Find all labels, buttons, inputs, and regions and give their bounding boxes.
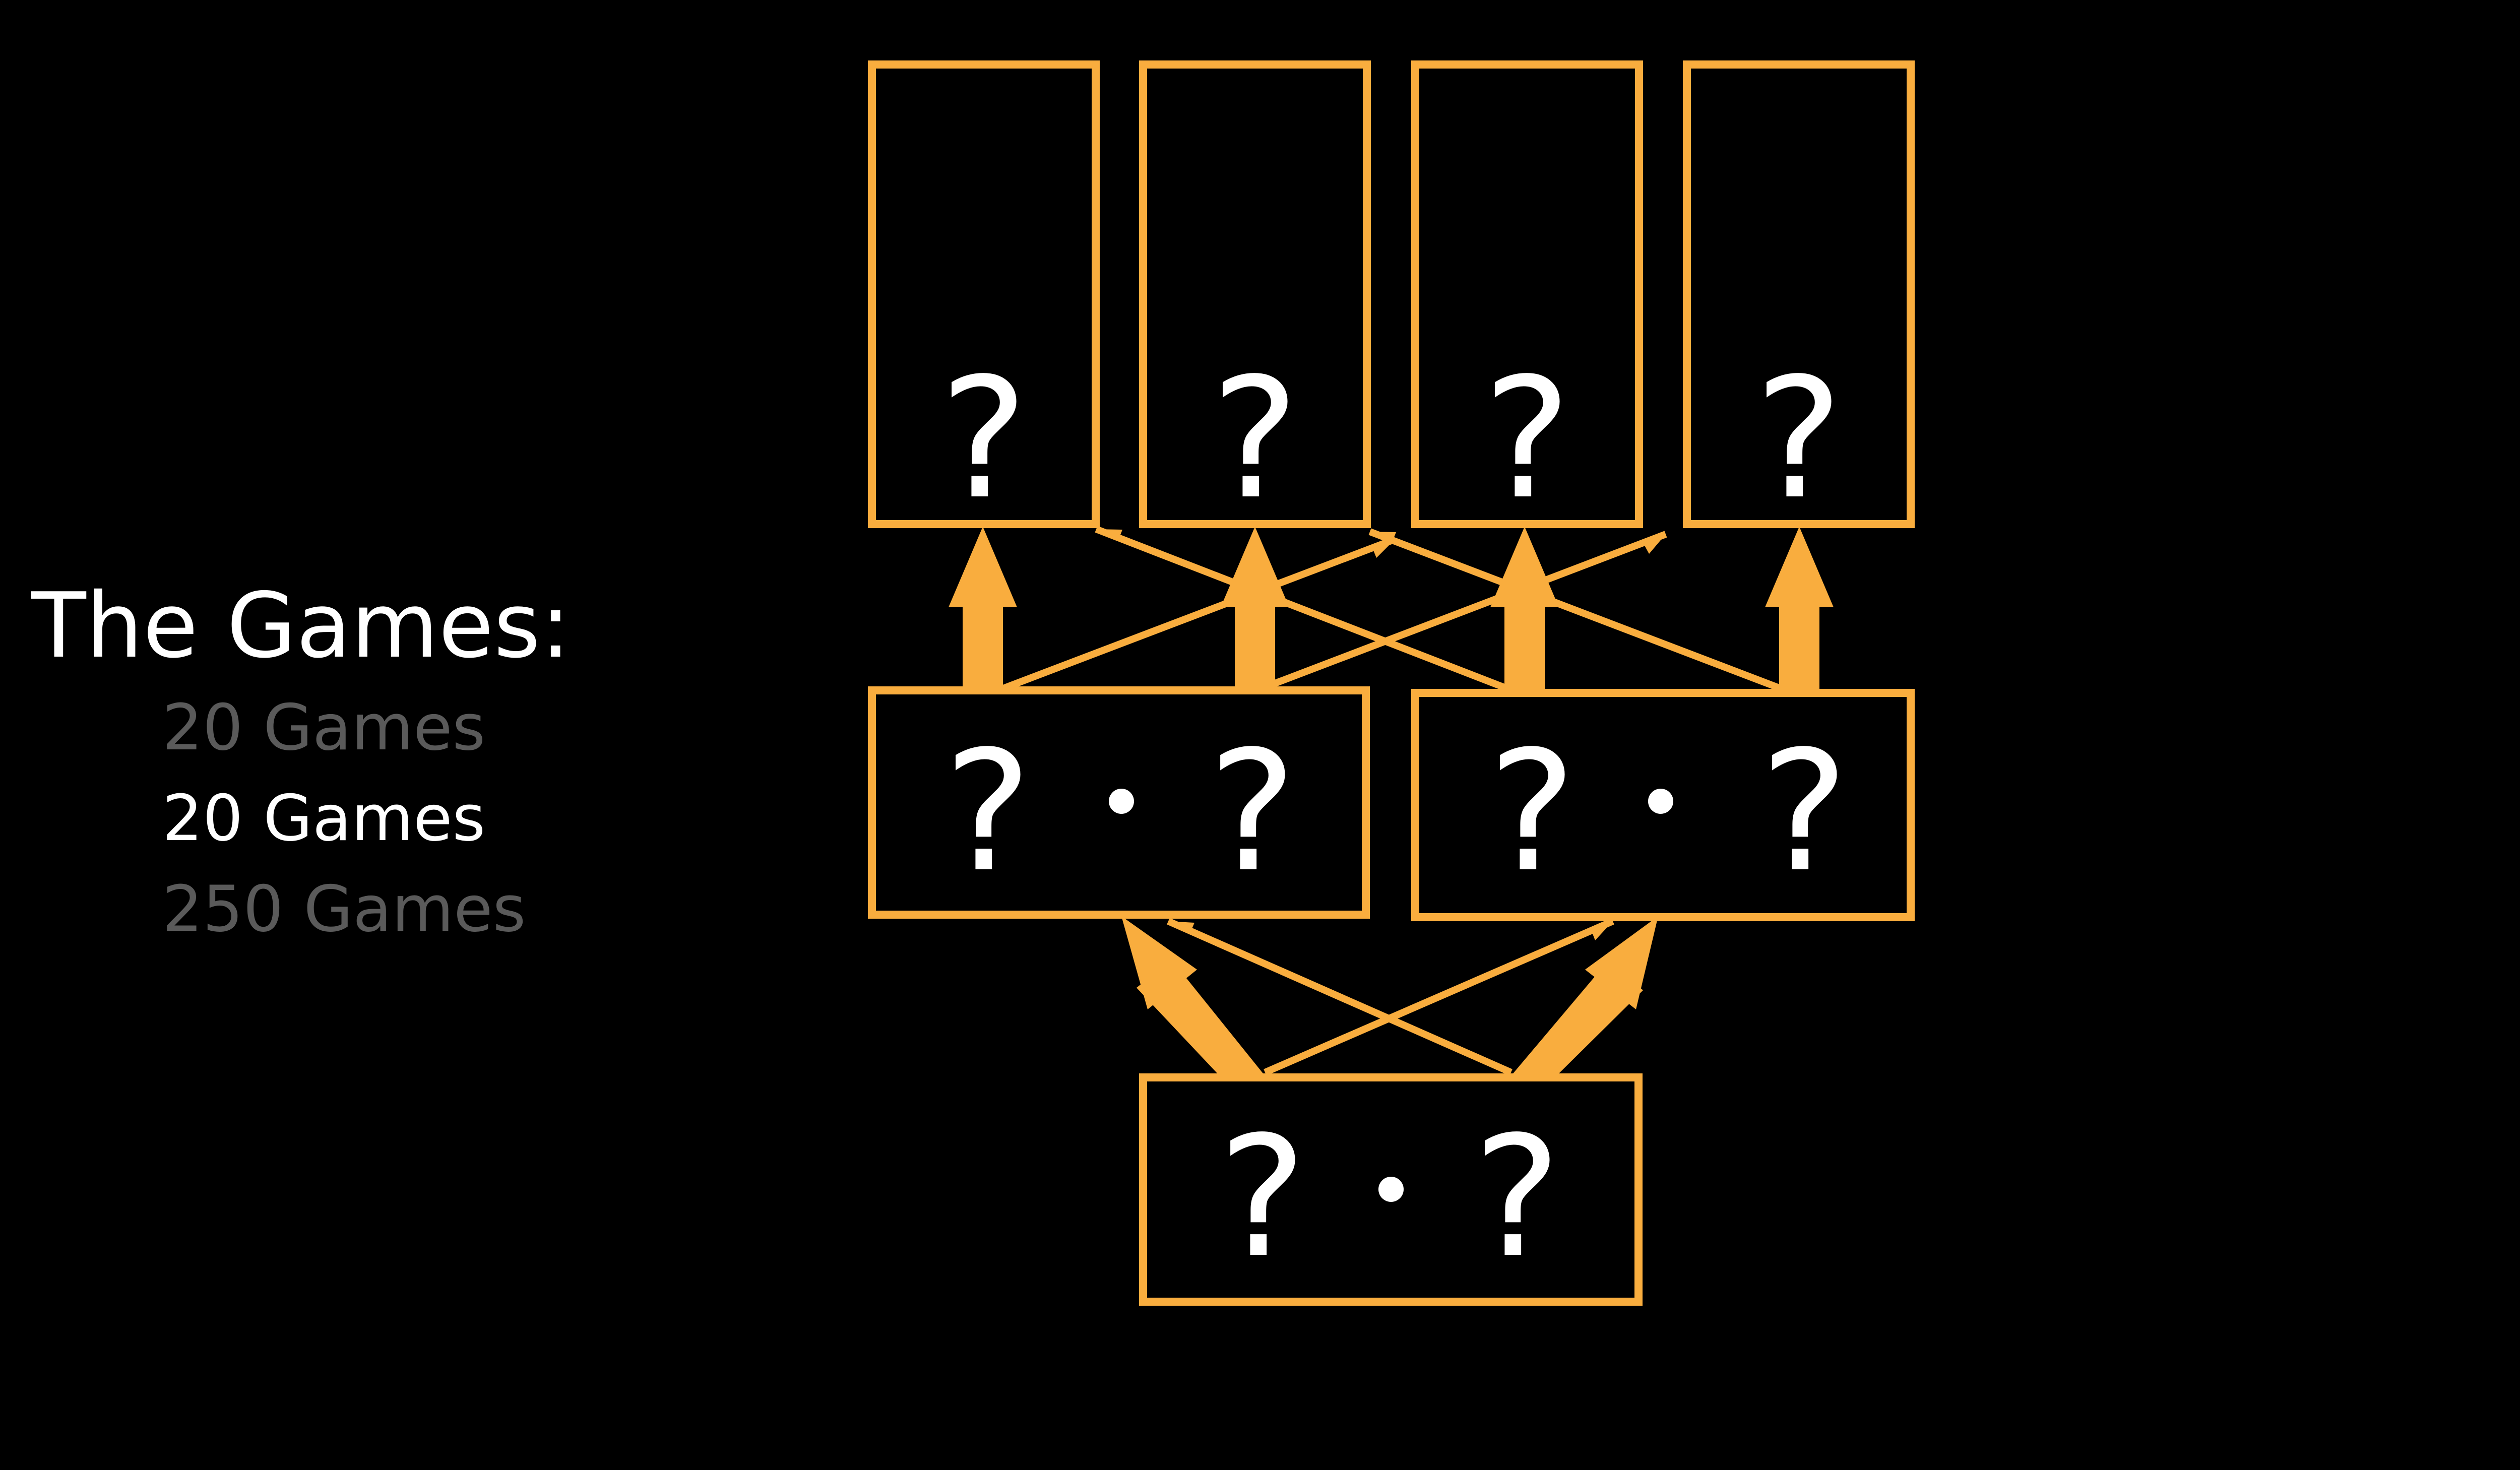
games-item-2: 20 Games: [162, 781, 485, 855]
middle-row: ? ? ? ?: [868, 686, 1915, 921]
thick-arrow-head: [1765, 527, 1834, 607]
thick-arrow-head: [1121, 916, 1197, 1009]
thin-arrow-head: [1643, 534, 1666, 554]
thin-arrow-head: [1372, 539, 1395, 558]
bottom-box-left-symbol: ?: [1218, 1101, 1306, 1294]
middle-box-2-dot: [1648, 789, 1673, 814]
middle-box-2-left-symbol: ?: [1488, 715, 1576, 909]
thin-connection-mid1-top4: [1255, 531, 1667, 694]
thin-connection-bottom-mid1: [1167, 918, 1513, 1076]
thin-connection-bottom-mid2: [1264, 918, 1614, 1076]
thick-arrow-head: [1585, 916, 1658, 1009]
top-box-1: [868, 60, 1100, 528]
games-title: The Games:: [31, 573, 571, 678]
top-row: ? ? ? ?: [868, 60, 1915, 536]
thin-connection-mid1-top3: [996, 536, 1397, 694]
top-box-4-symbol: ?: [1754, 342, 1843, 536]
middle-box-1-dot: [1109, 789, 1134, 814]
top-box-3-symbol: ?: [1483, 342, 1571, 536]
thick-connection-shaft: [1235, 602, 1275, 693]
thick-arrow-head: [1221, 527, 1289, 607]
top-box-2: [1139, 60, 1371, 528]
games-item-3: 250 Games: [162, 872, 526, 946]
thin-arrow-head: [1096, 529, 1122, 541]
thick-connections: [949, 527, 1834, 1076]
bottom-row: ? ?: [1139, 1073, 1643, 1306]
thin-arrow-head: [1168, 921, 1194, 934]
thick-arrow-head: [1490, 527, 1559, 607]
thick-connection-shaft: [1504, 602, 1545, 693]
thick-arrow-head: [949, 527, 1017, 607]
thick-connection-shaft: [1779, 602, 1819, 693]
thin-arrow-head: [1591, 921, 1613, 940]
top-box-2-symbol: ?: [1211, 342, 1299, 536]
top-box-1-symbol: ?: [939, 342, 1028, 536]
thin-arrow-head: [1370, 532, 1396, 544]
games-panel: The Games: 20 Games 20 Games 250 Games: [31, 573, 571, 946]
top-box-4: [1683, 60, 1915, 528]
middle-box-1-right-symbol: ?: [1208, 715, 1296, 909]
bottom-box-right-symbol: ?: [1473, 1101, 1561, 1294]
thin-connection-mid2-top1: [1368, 528, 1787, 694]
games-item-1: 20 Games: [162, 690, 485, 764]
thick-connection-shaft: [963, 602, 1003, 693]
middle-box-1-left-symbol: ?: [943, 715, 1032, 909]
thin-connections: [996, 526, 1787, 1076]
tree-diagram: ? ? ? ? ? ? ? ? ? ?: [868, 60, 1915, 1306]
thin-connection-mid2-top2: [1095, 526, 1514, 694]
middle-box-2-right-symbol: ?: [1760, 715, 1848, 909]
top-box-3: [1411, 60, 1643, 528]
bottom-box-dot: [1378, 1177, 1404, 1202]
